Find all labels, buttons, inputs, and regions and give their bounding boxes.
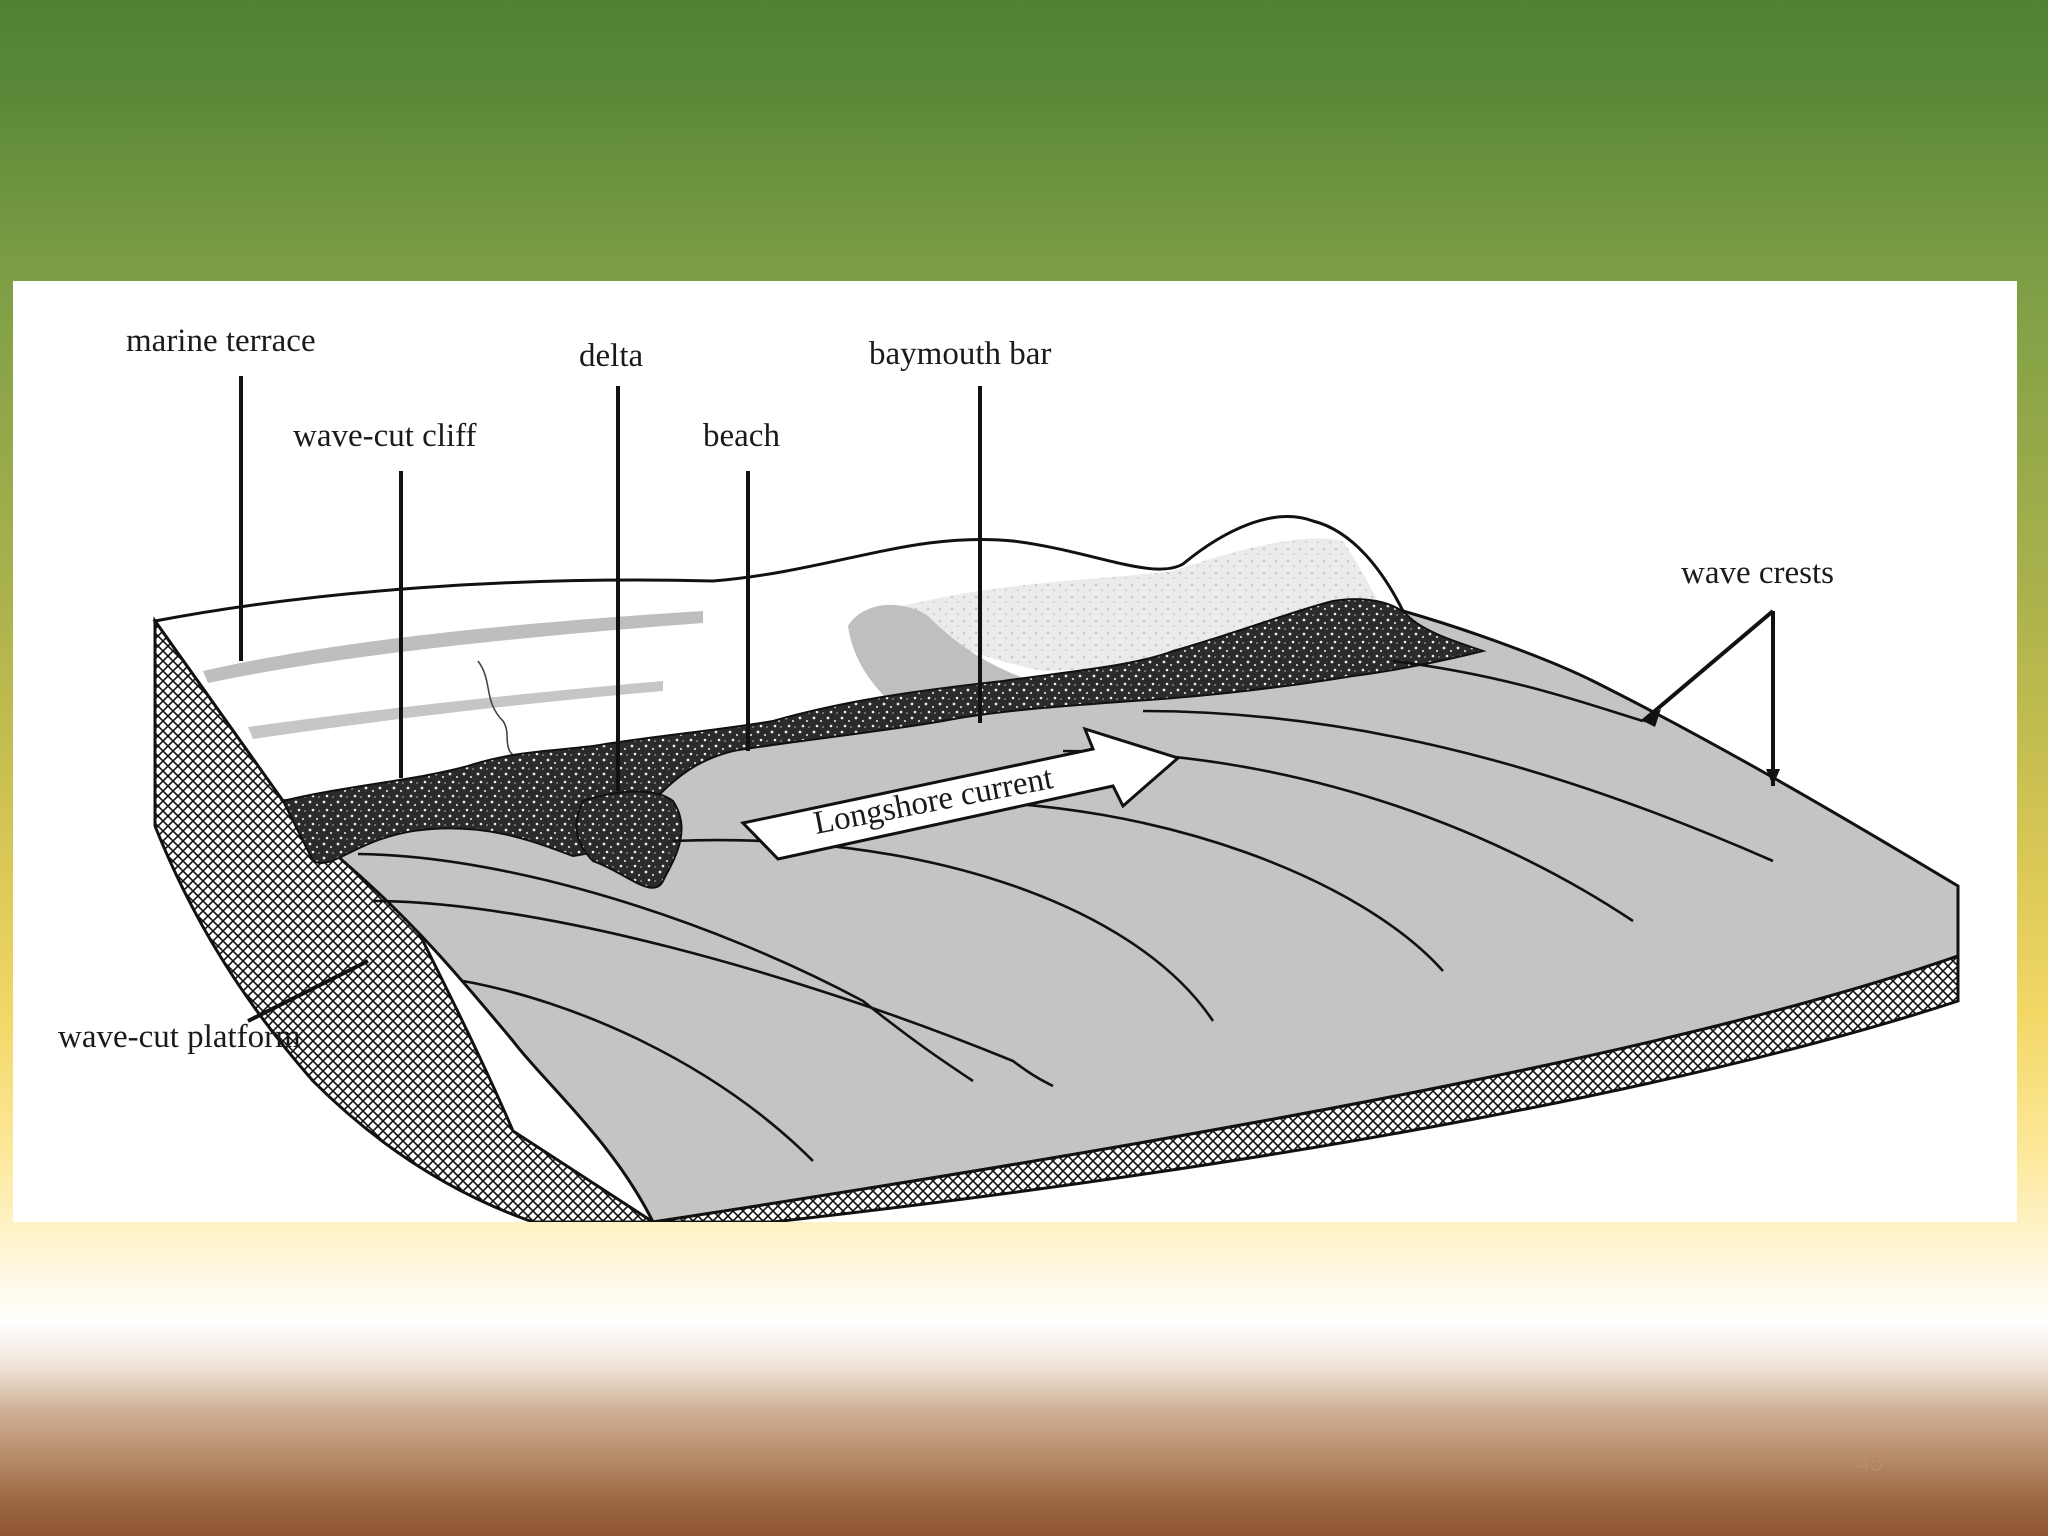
wave-cut-platform-leader (247, 959, 369, 1023)
slide-page-number: 45 (1856, 1450, 1884, 1477)
wave-cut-cliff-label: wave-cut cliff (293, 418, 477, 454)
baymouth-bar-label: baymouth bar (869, 336, 1051, 372)
wave-crest-1 (357, 852, 974, 1083)
coastal-landforms-diagram: Longshore current marine terrace wave-cu… (58, 323, 1960, 1222)
longshore-current-arrow (740, 726, 1182, 861)
wave-crests-arrowhead-left (1643, 709, 1661, 727)
wave-cut-cliff-block (153, 616, 656, 1222)
wave-crest-2 (372, 899, 1054, 1088)
wave-crest-5 (942, 799, 1444, 972)
delta-lobe (575, 790, 683, 889)
wave-crest-8 (1392, 659, 1644, 723)
wave-crests-arrowhead-right (1766, 769, 1780, 786)
wave-crests-leader (1641, 609, 1775, 786)
slide-content-frame: Longshore current marine terrace wave-cu… (13, 281, 2017, 1222)
marine-terrace-band-upper (203, 611, 703, 683)
delta-label: delta (579, 338, 643, 374)
wave-crests-label: wave crests (1681, 555, 1834, 591)
beach-gravel (281, 598, 1487, 864)
marine-terrace-label: marine terrace (126, 323, 316, 359)
seafloor-base-edge (1956, 886, 1960, 956)
wave-cut-platform-label: wave-cut platform (58, 1019, 301, 1055)
wave-crest-7 (1142, 709, 1774, 863)
wave-crest-3 (462, 979, 814, 1162)
marine-terrace-band-lower (248, 681, 663, 739)
beach-label: beach (703, 418, 780, 454)
